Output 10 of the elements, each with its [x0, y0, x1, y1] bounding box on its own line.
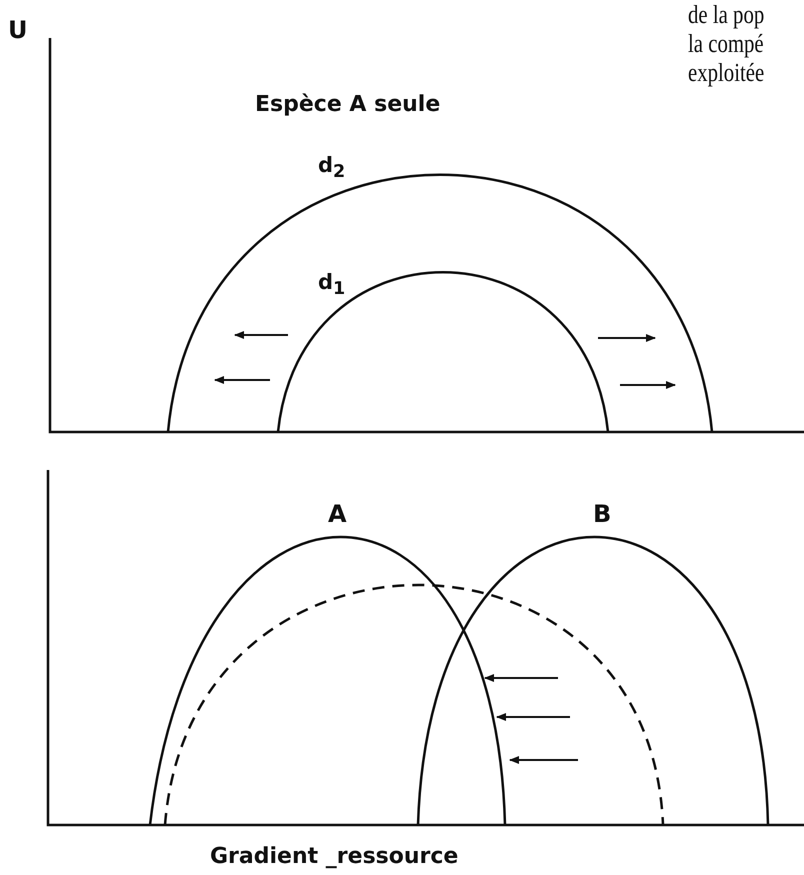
page-text: de la pop: [688, 2, 764, 28]
page-text: exploitée: [688, 60, 764, 86]
page-text: la compé: [688, 31, 764, 57]
axis-label: Gradient _ressource: [210, 846, 458, 868]
axis-label: U: [8, 18, 28, 42]
curve-label: A: [328, 502, 347, 526]
curve-label: B: [593, 502, 612, 526]
curve-label: d$_{1}$: [318, 272, 346, 299]
curve-label: d$_{2}$: [318, 155, 346, 182]
chart-title: Espèce A seule: [255, 94, 440, 116]
